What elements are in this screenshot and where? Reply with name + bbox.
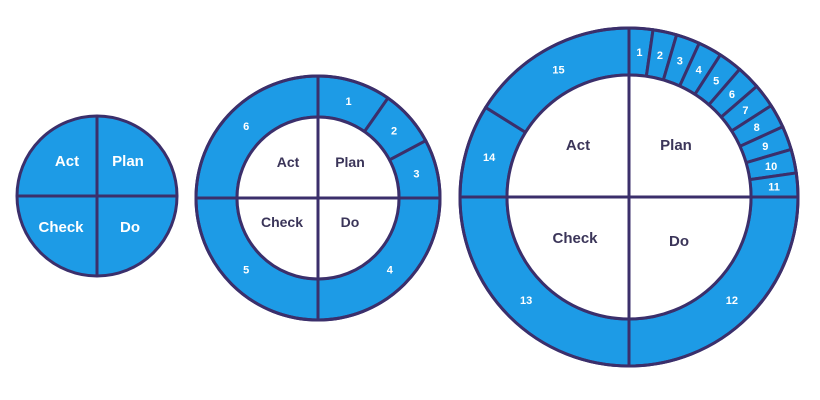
pdca-6-diagram: 1 2 3 4 5 6 Act Plan Check Do: [194, 74, 442, 322]
segment-number-label: 1: [345, 96, 351, 108]
basic-act-label: Act: [55, 153, 79, 170]
segment-number-label: 6: [243, 121, 249, 133]
ring-6-plan-label: Plan: [335, 154, 365, 170]
segment-number-label: 3: [413, 168, 419, 180]
ring-15-act-label: Act: [566, 137, 590, 154]
segment-number-label: 12: [726, 295, 738, 307]
ring-15-plan-label: Plan: [660, 137, 692, 154]
basic-plan-label: Plan: [112, 153, 144, 170]
segment-number-label: 2: [657, 50, 663, 62]
ring-6-outline: [194, 74, 442, 322]
segment-number-label: 10: [765, 161, 777, 173]
segment-number-label: 7: [742, 105, 748, 117]
ring-15-outline: [458, 26, 800, 368]
basic-check-label: Check: [38, 219, 84, 236]
segment-number-label: 4: [696, 64, 703, 76]
ring-6-check-label: Check: [261, 214, 303, 230]
segment-number-label: 13: [520, 295, 532, 307]
segment-number-label: 9: [762, 141, 768, 153]
segment-number-label: 5: [713, 75, 719, 87]
ring-6-do-label: Do: [341, 214, 360, 230]
segment-number-label: 6: [729, 89, 735, 101]
segment-number-label: 11: [768, 182, 780, 194]
segment-number-label: 5: [243, 265, 249, 277]
segment-number-label: 4: [387, 265, 394, 277]
ring-6-act-label: Act: [277, 154, 300, 170]
pdca-basic-diagram: Act Plan Check Do: [15, 114, 179, 278]
basic-do-label: Do: [120, 219, 140, 236]
segment-number-label: 2: [391, 126, 397, 138]
segment-number-label: 15: [552, 65, 564, 77]
segment-number-label: 8: [754, 122, 760, 134]
segment-number-label: 3: [677, 56, 683, 68]
ring-15-check-label: Check: [552, 230, 598, 247]
segment-number-label: 1: [636, 47, 642, 59]
segment-number-label: 14: [483, 152, 496, 164]
ring-15-do-label: Do: [669, 233, 689, 250]
